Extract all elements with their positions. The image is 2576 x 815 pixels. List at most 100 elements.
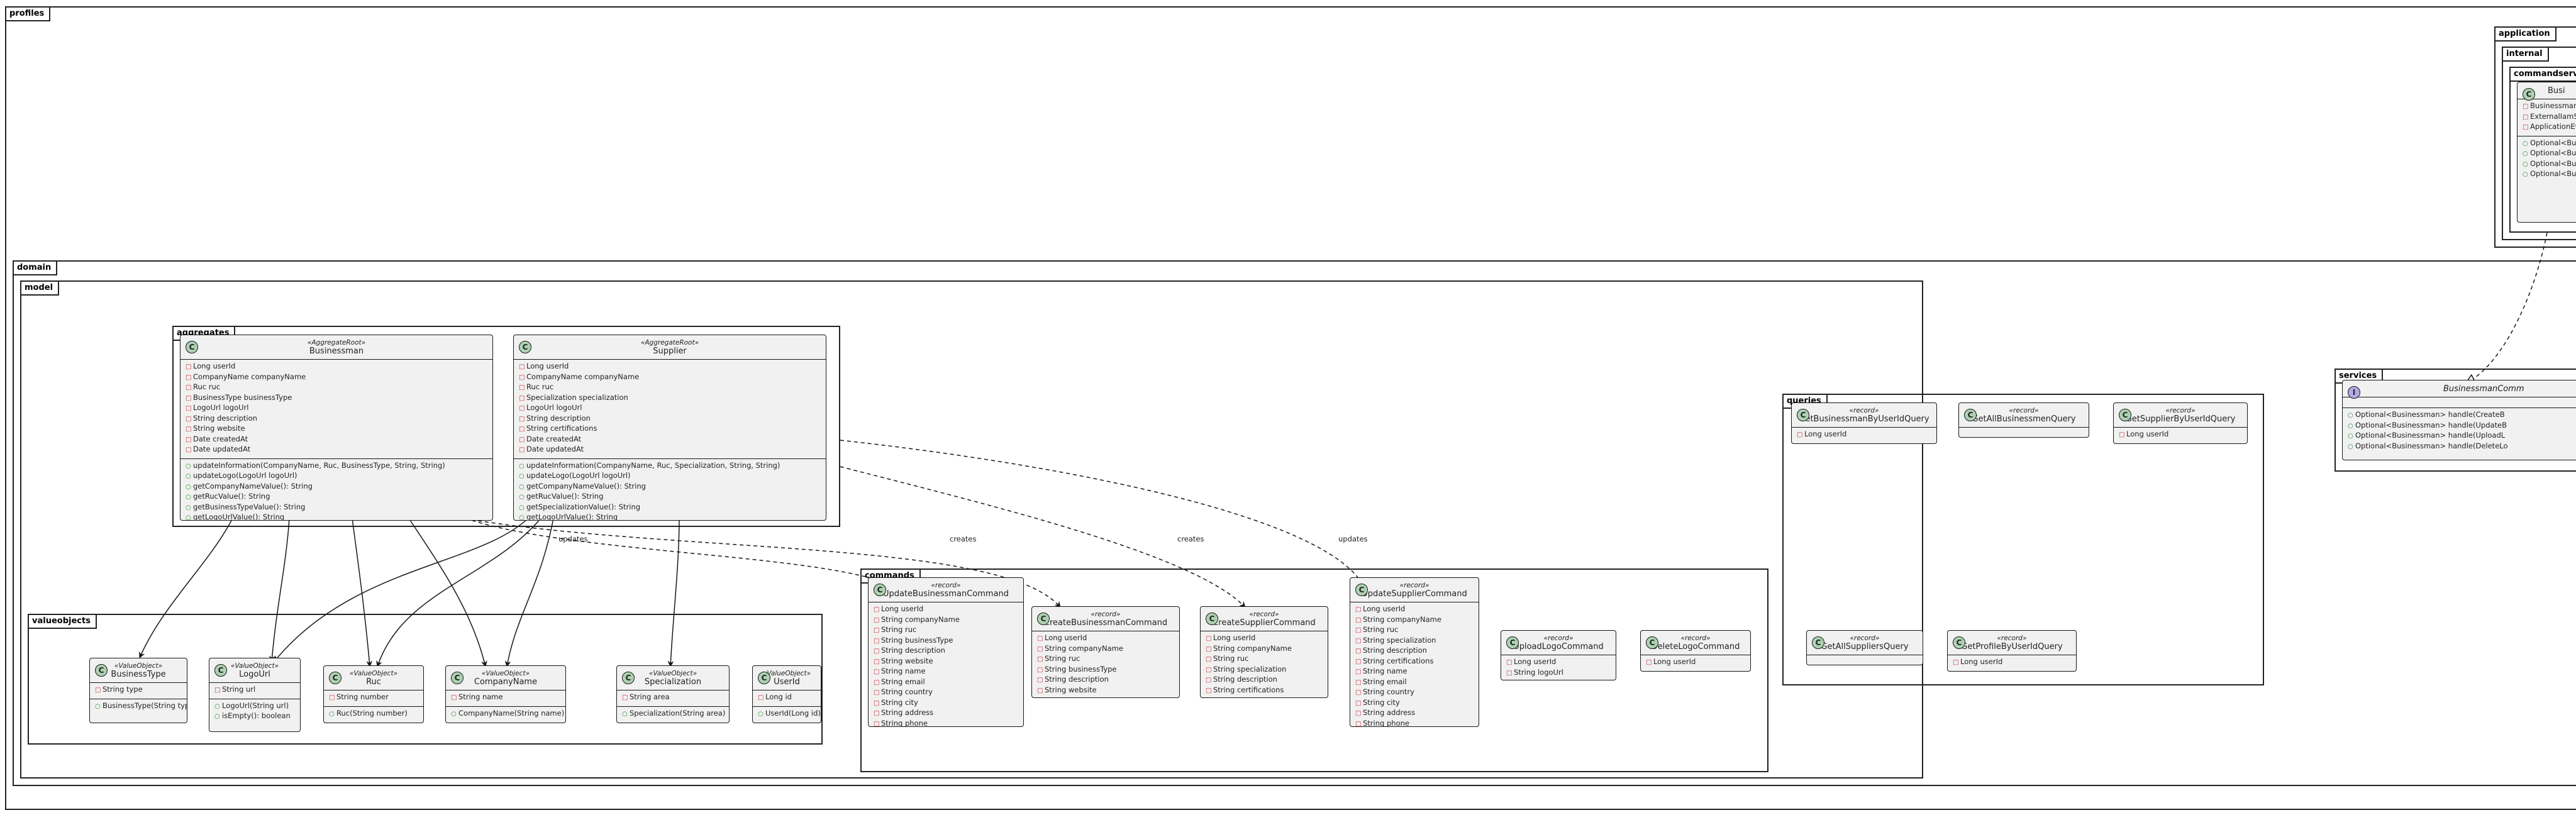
methods: ○ updateInformation(CompanyName, Ruc, Spe… <box>514 458 826 521</box>
private-marker-icon: □ <box>1953 659 1959 666</box>
public-marker-icon: ○ <box>186 504 191 511</box>
public-marker-icon: ○ <box>214 702 220 710</box>
member-text: updateInformation(CompanyName, Ruc, Spec… <box>526 460 780 470</box>
field-row: □Long userId <box>1037 633 1175 644</box>
edge-businessman-businesstype <box>139 518 233 658</box>
methods <box>1641 670 1750 671</box>
method-row: ○CompanyName(String name) <box>451 709 564 719</box>
private-marker-icon: □ <box>1355 679 1362 686</box>
methods <box>1792 443 1936 445</box>
fields: □String number <box>324 690 423 706</box>
field-row: □Specialization specialization <box>519 393 822 404</box>
public-marker-icon: ○ <box>186 483 191 491</box>
fields: □Long userId <box>2114 427 2247 443</box>
methods <box>1948 670 2076 671</box>
member-text: Long userId <box>1804 430 1847 438</box>
class-name: DeleteLogoCommand <box>1651 642 1740 651</box>
stereotype: «record» <box>1849 407 1879 414</box>
private-marker-icon: □ <box>874 627 880 634</box>
fields: □String area <box>617 690 729 706</box>
class-get-businessman-by-userid-query: C «record» GetBusinessmanByUserIdQuery □… <box>1791 402 1937 444</box>
member-text: Long userId <box>1960 657 2003 666</box>
field-row: □String ruc <box>1206 654 1324 665</box>
public-marker-icon: ○ <box>2348 433 2353 440</box>
private-marker-icon: □ <box>1355 616 1362 624</box>
member-text: Date updatedAt <box>526 445 584 453</box>
private-marker-icon: □ <box>186 405 192 412</box>
member-text: String ruc <box>1213 654 1249 663</box>
field-row: □Long userId <box>1206 633 1324 644</box>
class-icon: C <box>1812 636 1824 649</box>
private-marker-icon: □ <box>95 687 101 694</box>
fields: □Long userId□CompanyName companyName□Ruc… <box>180 359 492 458</box>
public-marker-icon: ○ <box>519 483 525 491</box>
edge-supplier-creates <box>840 466 1246 608</box>
class-logourl: C «ValueObject» LogoUrl □String url ○Log… <box>209 658 301 732</box>
fields: □String type <box>90 682 187 699</box>
package-application: application <box>2494 26 2576 248</box>
field-row: □String description <box>874 646 1019 657</box>
class-icon: C <box>622 672 635 684</box>
member-text: String phone <box>1363 718 1409 727</box>
member-text: String name <box>1363 667 1407 675</box>
class-name: UploadLogoCommand <box>1513 642 1604 651</box>
member-text: String city <box>881 697 918 707</box>
package-profiles: profiles <box>5 6 2576 810</box>
private-marker-icon: □ <box>2119 431 2125 438</box>
public-marker-icon: ○ <box>329 710 335 718</box>
field-row: □Ruc ruc <box>186 382 489 393</box>
stereotype: «ValueObject» <box>762 670 811 677</box>
member-text: Optional<Businessman> handle(UpdateB <box>2355 420 2507 430</box>
class-name: UpdateSupplierCommand <box>1362 589 1467 599</box>
fields: □Long userId <box>1641 655 1750 671</box>
private-marker-icon: □ <box>329 694 335 701</box>
member-text: String companyName <box>1213 643 1292 653</box>
public-marker-icon: ○ <box>519 514 525 521</box>
member-text: Optional<Businessman> handle(CreateB <box>2355 410 2505 419</box>
method-row: ○Optional<Businessman> <box>2523 159 2576 170</box>
member-text: getLogoUrlValue(): String <box>193 513 285 521</box>
class-name: Supplier <box>653 347 687 356</box>
stereotype: «record» <box>931 582 961 589</box>
field-row: □String address <box>874 708 1019 719</box>
fields: □Long userId□CompanyName companyName□Ruc… <box>514 359 826 458</box>
member-text: String address <box>881 708 934 717</box>
method-row: ○getCompanyNameValue(): String <box>519 482 822 492</box>
public-marker-icon: ○ <box>2348 422 2353 430</box>
member-text: getCompanyNameValue(): String <box>526 481 646 491</box>
method-row: ○updateLogo(LogoUrl logoUrl) <box>186 471 489 482</box>
class-ruc: C «ValueObject» Ruc □String number ○Ruc(… <box>323 665 424 723</box>
stereotype: «ValueObject» <box>648 670 697 677</box>
fields: □String url <box>209 682 300 699</box>
fields: □Long userId <box>1948 655 2076 671</box>
field-row: □String description <box>1355 646 1475 657</box>
class-icon: C <box>2523 88 2535 101</box>
class-icon: C <box>1797 409 1809 421</box>
member-text: getLogoUrlValue(): String <box>526 513 618 521</box>
private-marker-icon: □ <box>1355 689 1362 696</box>
method-row: ○Ruc(String number) <box>329 709 419 719</box>
field-row: □String companyName <box>874 615 1019 626</box>
package-label: commandservices <box>2509 67 2576 82</box>
private-marker-icon: □ <box>1355 720 1362 727</box>
class-icon: C <box>1964 409 1977 421</box>
package-domain: domain <box>13 260 2576 786</box>
stereotype: «AggregateRoot» <box>307 339 366 347</box>
member-text: isEmpty(): boolean <box>222 711 291 720</box>
class-icon: C <box>2119 409 2131 421</box>
edge-businessman-updates <box>465 518 891 586</box>
member-text: String description <box>1213 675 1277 684</box>
field-row: □CompanyName companyName <box>519 372 822 383</box>
stereotype: «ValueObject» <box>349 670 398 677</box>
field-row: □String companyName <box>1037 644 1175 655</box>
methods: ○UserId(Long id) <box>753 706 821 723</box>
class-supplier: C «AggregateRoot» Supplier □Long userId□… <box>513 335 826 521</box>
member-text: Optional<Businessman> <box>2530 138 2576 147</box>
private-marker-icon: □ <box>874 720 880 727</box>
field-row: □String name <box>874 667 1019 677</box>
private-marker-icon: □ <box>874 616 880 624</box>
member-text: String country <box>881 687 933 696</box>
public-marker-icon: ○ <box>519 504 525 511</box>
field-row: □Long userId <box>874 604 1019 615</box>
